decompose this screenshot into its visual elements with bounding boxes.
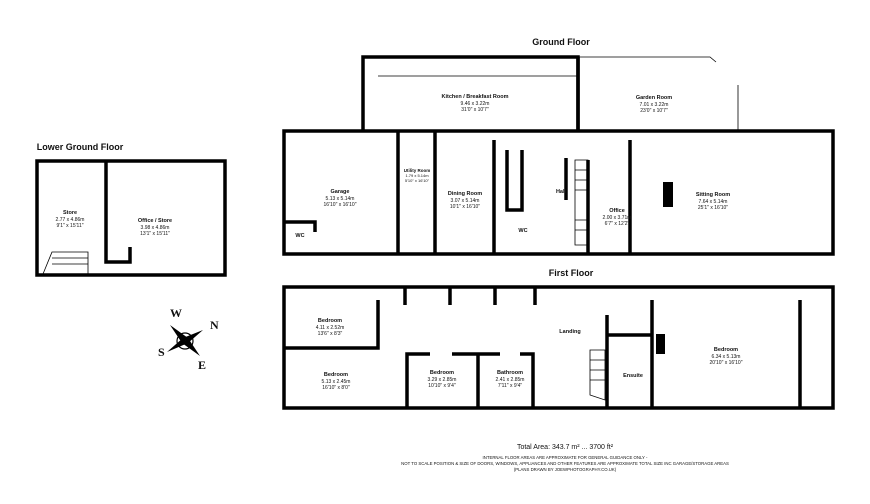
room-metric: 6.34 x 5.13m (711, 353, 741, 360)
room-name: Bedroom (713, 347, 739, 353)
room-imperial: 7'11" x 9'4" (497, 383, 523, 389)
compass-w: W (170, 306, 182, 320)
room-name: Hall (555, 189, 567, 195)
room-hall: Hall (556, 189, 566, 196)
room-imperial: 13'6" x 8'3" (317, 331, 343, 337)
room-name: Landing (559, 329, 581, 335)
walls (35, 55, 835, 410)
first-stairs (589, 349, 606, 401)
room-name: Ensuite (623, 373, 643, 379)
lower-stairs (42, 251, 89, 275)
kitchen-counter (378, 75, 579, 131)
first-partitions (284, 287, 802, 408)
room-metric: 2.77 x 4.86m (55, 216, 85, 223)
room-name: Dining Room (447, 191, 483, 197)
room-metric: 7.64 x 5.14m (698, 198, 728, 205)
ground-floor-title: Ground Floor (532, 37, 590, 47)
room-metric: 2.41 x 2.85m (495, 376, 525, 383)
first-floor-title: First Floor (548, 268, 594, 278)
room-imperial: 16'10" x 8'0" (322, 385, 350, 391)
room-name: Bedroom (317, 318, 343, 324)
room-metric: 3.98 x 4.86m (140, 224, 170, 231)
room-ensuite: Ensuite (623, 373, 643, 380)
room-imperial: 16'10" x 16'10" (323, 202, 357, 208)
thin-lines (42, 56, 739, 401)
room-metric: 2.00 x 3.71m (602, 214, 632, 221)
room-metric: 5.13 x 5.14m (325, 195, 355, 202)
room-metric: 4.11 x 2.52m (315, 324, 345, 331)
room-imperial: 31'0" x 10'7" (461, 107, 489, 113)
compass-rose (167, 325, 203, 356)
total-area: Total Area: 343.7 m² ... 3700 ft² (516, 444, 614, 451)
room-imperial: 20'10" x 16'10" (709, 360, 743, 366)
room-imperial: 25'1" x 16'10" (697, 205, 729, 211)
room-metric: 3.29 x 2.85m (427, 376, 457, 383)
room-name: Bedroom (429, 370, 455, 376)
compass-s: S (158, 345, 165, 359)
room-name: Sitting Room (695, 192, 731, 198)
room-name: Office (609, 208, 625, 214)
room-name: Utility Room (403, 168, 431, 173)
room-imperial: 10'1" x 16'10" (449, 204, 481, 210)
ground-stairs (574, 159, 589, 246)
garden-room-glazing (578, 56, 739, 131)
room-garage-wc: WC (295, 233, 304, 240)
room-imperial: 13'1" x 15'11" (140, 231, 170, 237)
room-metric: 3.07 x 5.14m (450, 197, 480, 204)
room-name: Garage (330, 189, 350, 195)
room-name: Bedroom (323, 372, 349, 378)
room-metric: 1.79 x 5.14m (405, 173, 429, 178)
room-name: Store (62, 210, 78, 216)
chimney-breast (656, 334, 665, 354)
room-imperial: 23'0" x 10'7" (640, 108, 668, 114)
room-name: Office / Store (137, 218, 173, 224)
room-name: Kitchen / Breakfast Room (441, 94, 509, 100)
room-imperial: 5'10" x 16'10" (404, 178, 430, 183)
room-name: WC (295, 233, 305, 239)
disclaimer-line-2: NOT TO SCALE POSITION & SIZE OF DOORS, W… (401, 461, 729, 466)
room-landing: Landing (559, 329, 580, 336)
room-wc: WC (518, 228, 527, 235)
lower-ground-outline (35, 159, 227, 277)
lower-ground-title: Lower Ground Floor (36, 142, 124, 152)
room-name: Garden Room (635, 95, 673, 101)
room-name: Bathroom (497, 370, 523, 376)
ground-outline (282, 129, 835, 256)
room-metric: 7.01 x 3.22m (639, 101, 669, 108)
room-imperial: 10'10" x 9'4" (428, 383, 456, 389)
lower-ground-partition (104, 161, 132, 264)
room-imperial: 6'7" x 12'2" (604, 221, 630, 227)
room-metric: 9.46 x 3.22m (460, 100, 490, 107)
disclaimer-line-1: INTERNAL FLOOR AREAS ARE APPROXIMATE FOR… (482, 455, 648, 460)
disclaimer-line-3: (PLANS DRAWN BY JOEWPHOTOGRAPHY.CO.UK) (513, 467, 617, 472)
compass-e: E (198, 358, 207, 372)
compass-n: N (210, 318, 219, 332)
fireplace (663, 182, 673, 207)
room-imperial: 9'1" x 15'11" (56, 223, 84, 229)
room-name: WC (518, 228, 528, 234)
room-metric: 5.13 x 2.45m (321, 378, 351, 385)
